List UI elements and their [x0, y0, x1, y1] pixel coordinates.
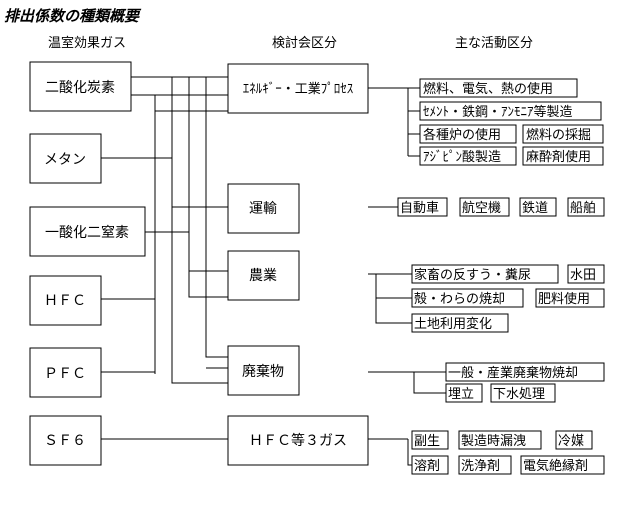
gas-box-pfc	[29, 347, 102, 398]
gas-box-co2	[29, 61, 132, 112]
gas-box-n2o	[29, 206, 146, 257]
connector-lines	[101, 76, 446, 466]
activity-label: 土地利用変化	[414, 316, 492, 332]
category-box-waste	[227, 345, 300, 396]
activity-box	[397, 197, 448, 217]
activity-label: 燃料の採掘	[526, 127, 591, 143]
activity-box	[490, 383, 556, 403]
activity-label: 製造時漏洩	[461, 433, 526, 449]
activity-label: 副生	[414, 434, 440, 449]
category-box-energy	[227, 63, 369, 114]
activity-box	[411, 455, 449, 475]
activity-label: 殻・わらの焼却	[414, 292, 505, 307]
activity-label: 船舶	[570, 200, 596, 216]
activity-label: ｾﾒﾝﾄ・鉄鋼・ｱﾝﾓﾆｱ等製造	[423, 104, 573, 120]
activity-label: 水田	[570, 268, 596, 283]
activity-label: 一般・産業廃棄物焼却	[448, 365, 578, 381]
activity-box	[459, 197, 510, 217]
activity-box	[445, 362, 605, 382]
activity-label: 肥料使用	[538, 291, 590, 307]
gas-box-hfc	[29, 275, 102, 326]
activity-box	[411, 430, 449, 450]
activity-label: 洗浄剤	[461, 458, 500, 474]
activities-waste: 一般・産業廃棄物焼却 埋立 下水処理	[445, 362, 605, 403]
activity-box	[419, 124, 517, 144]
activity-box	[535, 288, 605, 308]
activities-transport: 自動車 航空機 鉄道 船舶	[397, 197, 605, 217]
activity-label: 下水処理	[493, 387, 545, 402]
gas-box-sf6	[29, 415, 102, 466]
activity-box	[419, 78, 578, 98]
activity-label: 溶剤	[414, 458, 440, 474]
category-label-transport: 運輸	[249, 201, 277, 217]
gas-label-n2o: 一酸化二窒素	[45, 224, 129, 241]
activities-energy: 燃料、電気、熱の使用 ｾﾒﾝﾄ・鉄鋼・ｱﾝﾓﾆｱ等製造 各種炉の使用 燃料の採掘…	[419, 78, 604, 166]
activity-box	[419, 146, 517, 166]
activity-box	[522, 146, 604, 166]
activity-label: 各種炉の使用	[423, 127, 501, 143]
activity-box	[419, 101, 602, 121]
activity-box	[520, 455, 605, 475]
activity-box	[411, 313, 509, 333]
activity-box	[519, 197, 557, 217]
activity-label: 鉄道	[522, 201, 548, 216]
header-activities: 主な活動区分	[455, 36, 533, 51]
activity-box	[567, 264, 605, 284]
activity-box	[411, 288, 524, 308]
category-label-agriculture: 農業	[249, 268, 277, 284]
gas-label-co2: 二酸化炭素	[45, 80, 115, 96]
activity-box	[555, 430, 593, 450]
category-label-hfc: ＨＦＣ等３ガス	[249, 432, 347, 449]
activity-label: 燃料、電気、熱の使用	[423, 81, 553, 97]
gas-label-sf6: ＳＦ６	[44, 433, 86, 449]
category-label-waste: 廃棄物	[242, 363, 284, 380]
activity-label: 埋立	[448, 387, 474, 402]
category-box-hfc	[227, 415, 369, 466]
gas-label-hfc: ＨＦＣ	[44, 293, 86, 309]
gas-box-ch4	[29, 133, 102, 184]
category-boxes: ｴﾈﾙｷﾞｰ・工業ﾌﾟﾛｾｽ 運輸 農業 廃棄物 ＨＦＣ等３ガス	[227, 63, 369, 466]
activity-box	[411, 264, 559, 284]
gas-label-ch4: メタン	[44, 152, 86, 168]
activity-label: 冷媒	[558, 434, 584, 449]
activity-label: ｱｼﾞﾋﾟﾝ酸製造	[423, 150, 501, 165]
activity-box	[445, 383, 483, 403]
diagram-title: 排出係数の種類概要	[4, 7, 142, 25]
activity-box	[458, 455, 512, 475]
activity-label: 麻酔剤使用	[526, 149, 591, 165]
activities-hfc: 副生 製造時漏洩 冷媒 溶剤 洗浄剤 電気絶縁剤	[411, 430, 605, 475]
gas-boxes: 二酸化炭素 メタン 一酸化二窒素 ＨＦＣ ＰＦＣ ＳＦ６	[29, 61, 146, 466]
category-label-energy: ｴﾈﾙｷﾞｰ・工業ﾌﾟﾛｾｽ	[243, 81, 354, 97]
header-categories: 検討会区分	[272, 35, 337, 51]
activity-box	[522, 124, 604, 144]
activity-label: 航空機	[462, 200, 501, 216]
gas-label-pfc: ＰＦＣ	[44, 366, 86, 382]
header-gases: 温室効果ガス	[48, 35, 126, 51]
activity-label: 電気絶縁剤	[523, 458, 588, 474]
activity-label: 家畜の反すう・糞尿	[414, 267, 531, 283]
category-box-agriculture	[227, 250, 300, 301]
activities-agriculture: 家畜の反すう・糞尿 水田 殻・わらの焼却 肥料使用 土地利用変化	[411, 264, 605, 333]
activity-box	[458, 430, 542, 450]
activity-label: 自動車	[400, 201, 439, 216]
category-box-transport	[227, 183, 300, 234]
activity-box	[567, 197, 605, 217]
